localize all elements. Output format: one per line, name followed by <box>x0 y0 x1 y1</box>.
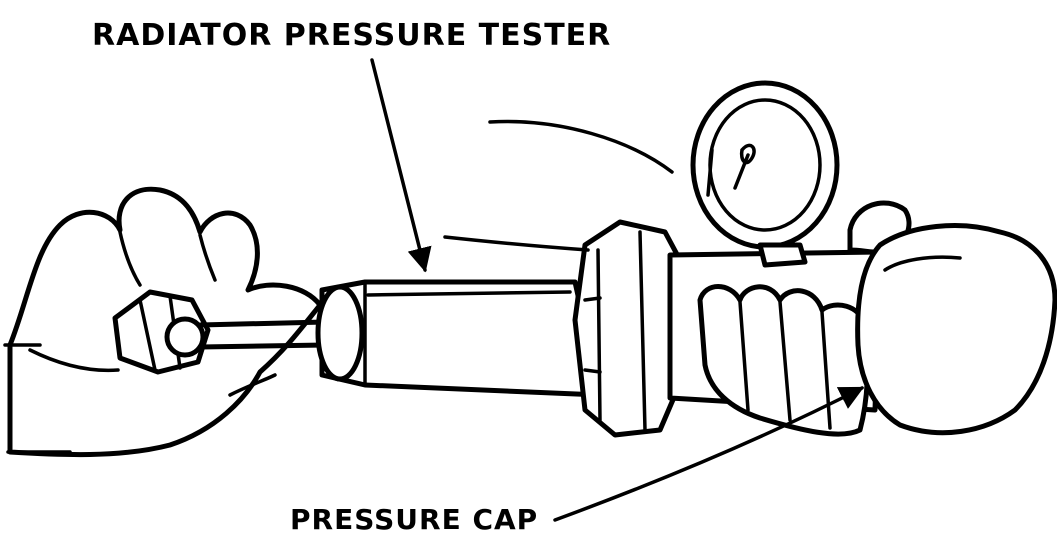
pressure-cap <box>858 226 1055 433</box>
coupling-collar <box>575 222 680 435</box>
tester-cylinder <box>318 282 600 395</box>
pressure-gauge <box>693 83 837 265</box>
